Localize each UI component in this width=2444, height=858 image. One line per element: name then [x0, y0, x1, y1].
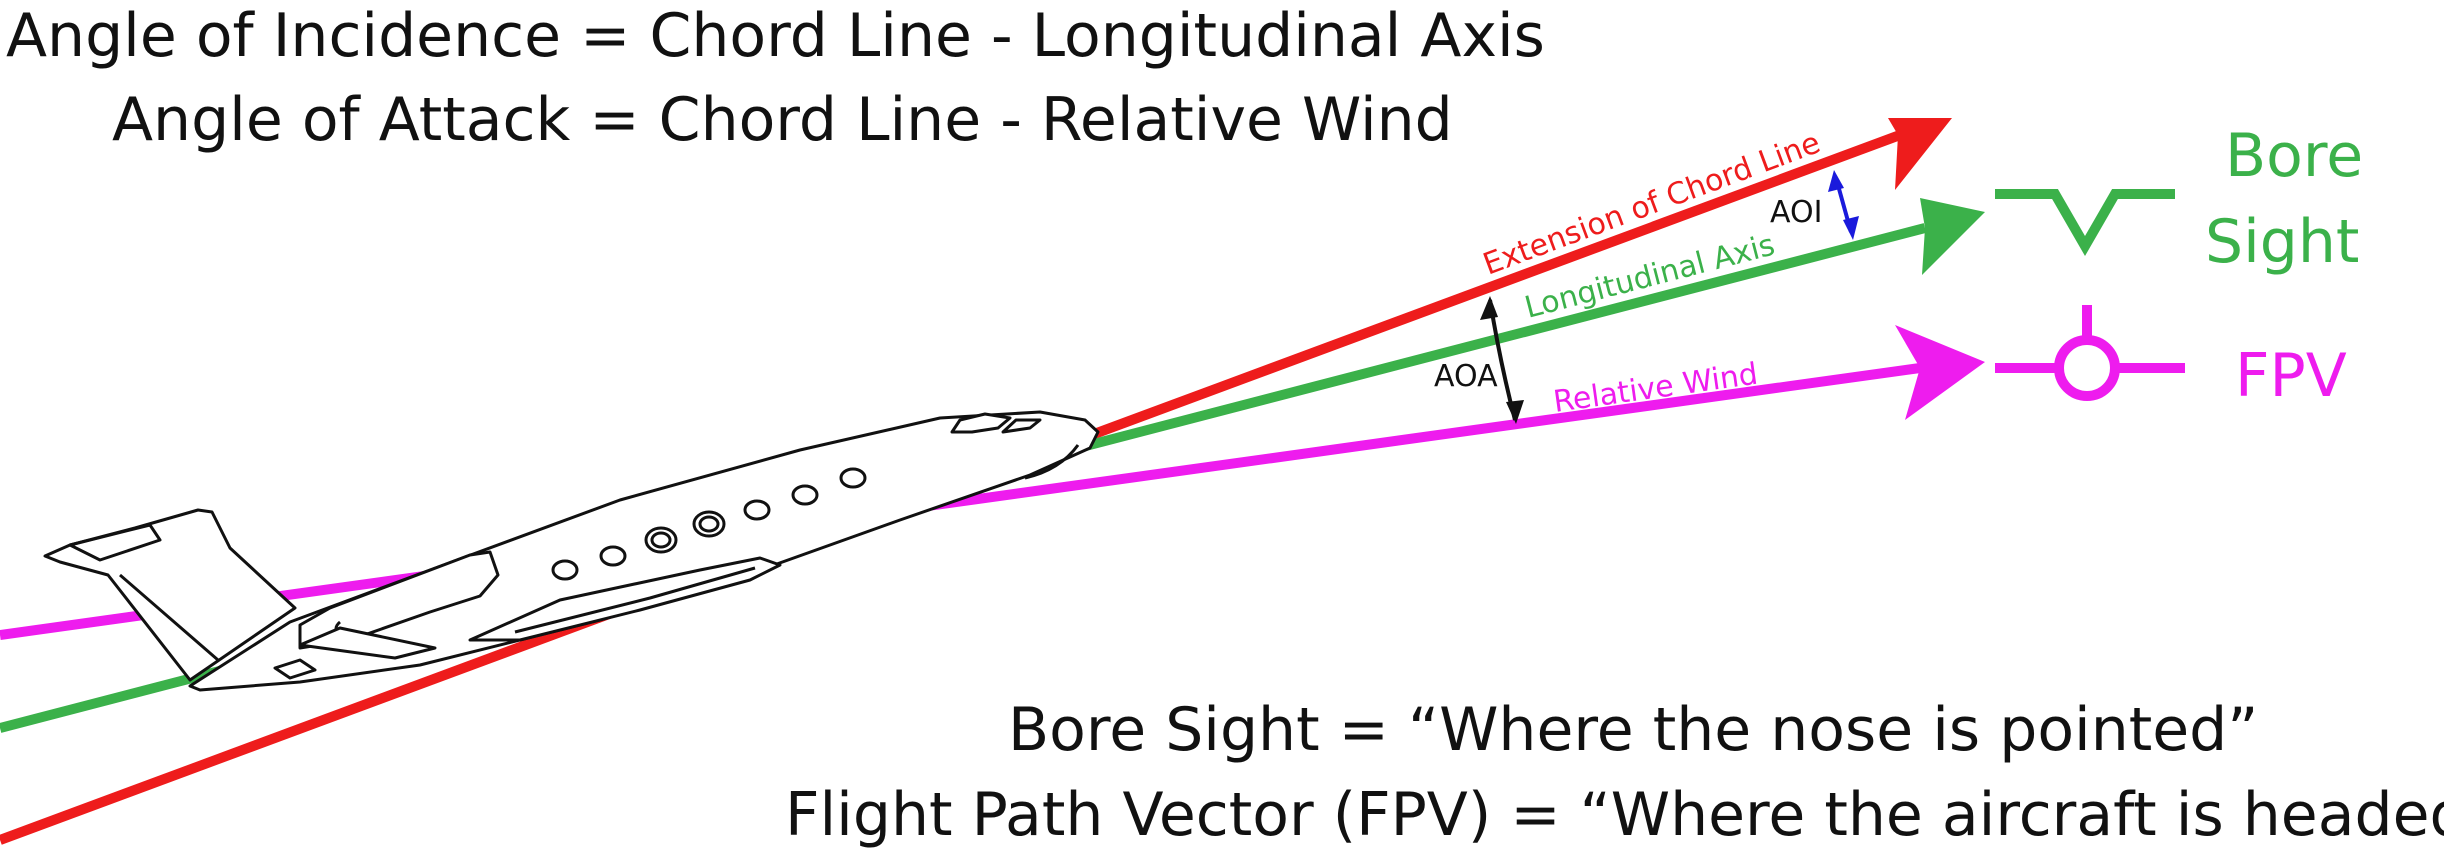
relative-wind-line [0, 363, 1921, 640]
window [599, 545, 627, 567]
longitudinal-axis-arrowhead [1920, 198, 1985, 275]
window-inner [650, 531, 672, 549]
fpv-symbol-icon [1995, 305, 2185, 401]
window [839, 467, 867, 489]
wing-edge [514, 566, 756, 634]
aoi-arrowhead-top [1828, 170, 1844, 192]
relative-wind-arrowhead [1895, 325, 1985, 420]
nose-line [1024, 444, 1080, 480]
window [644, 526, 678, 554]
aoa-label: AOA [1434, 359, 1498, 394]
bore-sight-label-line2: Sight [2205, 207, 2359, 277]
fpv-label: FPV [2235, 341, 2347, 411]
wing [468, 556, 782, 642]
window [791, 484, 819, 506]
fuselage [188, 410, 1100, 692]
cockpit-window [950, 412, 1012, 434]
tail-fin-stripe [119, 573, 219, 662]
relative-wind-label: Relative Wind [1551, 357, 1760, 420]
window-inner [698, 515, 720, 533]
horizontal-stabilizer [298, 626, 437, 660]
aoa-arrowhead-bottom [1506, 400, 1524, 424]
belly-fairing [273, 658, 317, 680]
aircraft-icon [43, 410, 1100, 692]
chord-line-arrowhead [1888, 118, 1952, 190]
note-bore-sight: Bore Sight = “Where the nose is pointed” [1008, 695, 2258, 765]
aoi-arrowhead-bottom [1843, 216, 1859, 240]
note-flight-path-vector: Flight Path Vector (FPV) = “Where the ai… [785, 780, 2444, 850]
window [692, 510, 726, 538]
aoi-label: AOI [1770, 195, 1822, 230]
definition-angle-of-incidence: Angle of Incidence = Chord Line - Longit… [6, 1, 1545, 71]
aoa-arrowhead-top [1480, 296, 1498, 320]
tail-fin-inner [68, 523, 162, 562]
cockpit-window-side [1001, 418, 1042, 434]
fpv-circle [2054, 335, 2120, 401]
bore-sight-symbol-icon [1995, 189, 2175, 257]
window [551, 559, 579, 581]
definition-angle-of-attack: Angle of Attack = Chord Line - Relative … [112, 85, 1453, 155]
bore-sight-label-line1: Bore [2225, 121, 2363, 191]
window [743, 499, 771, 521]
